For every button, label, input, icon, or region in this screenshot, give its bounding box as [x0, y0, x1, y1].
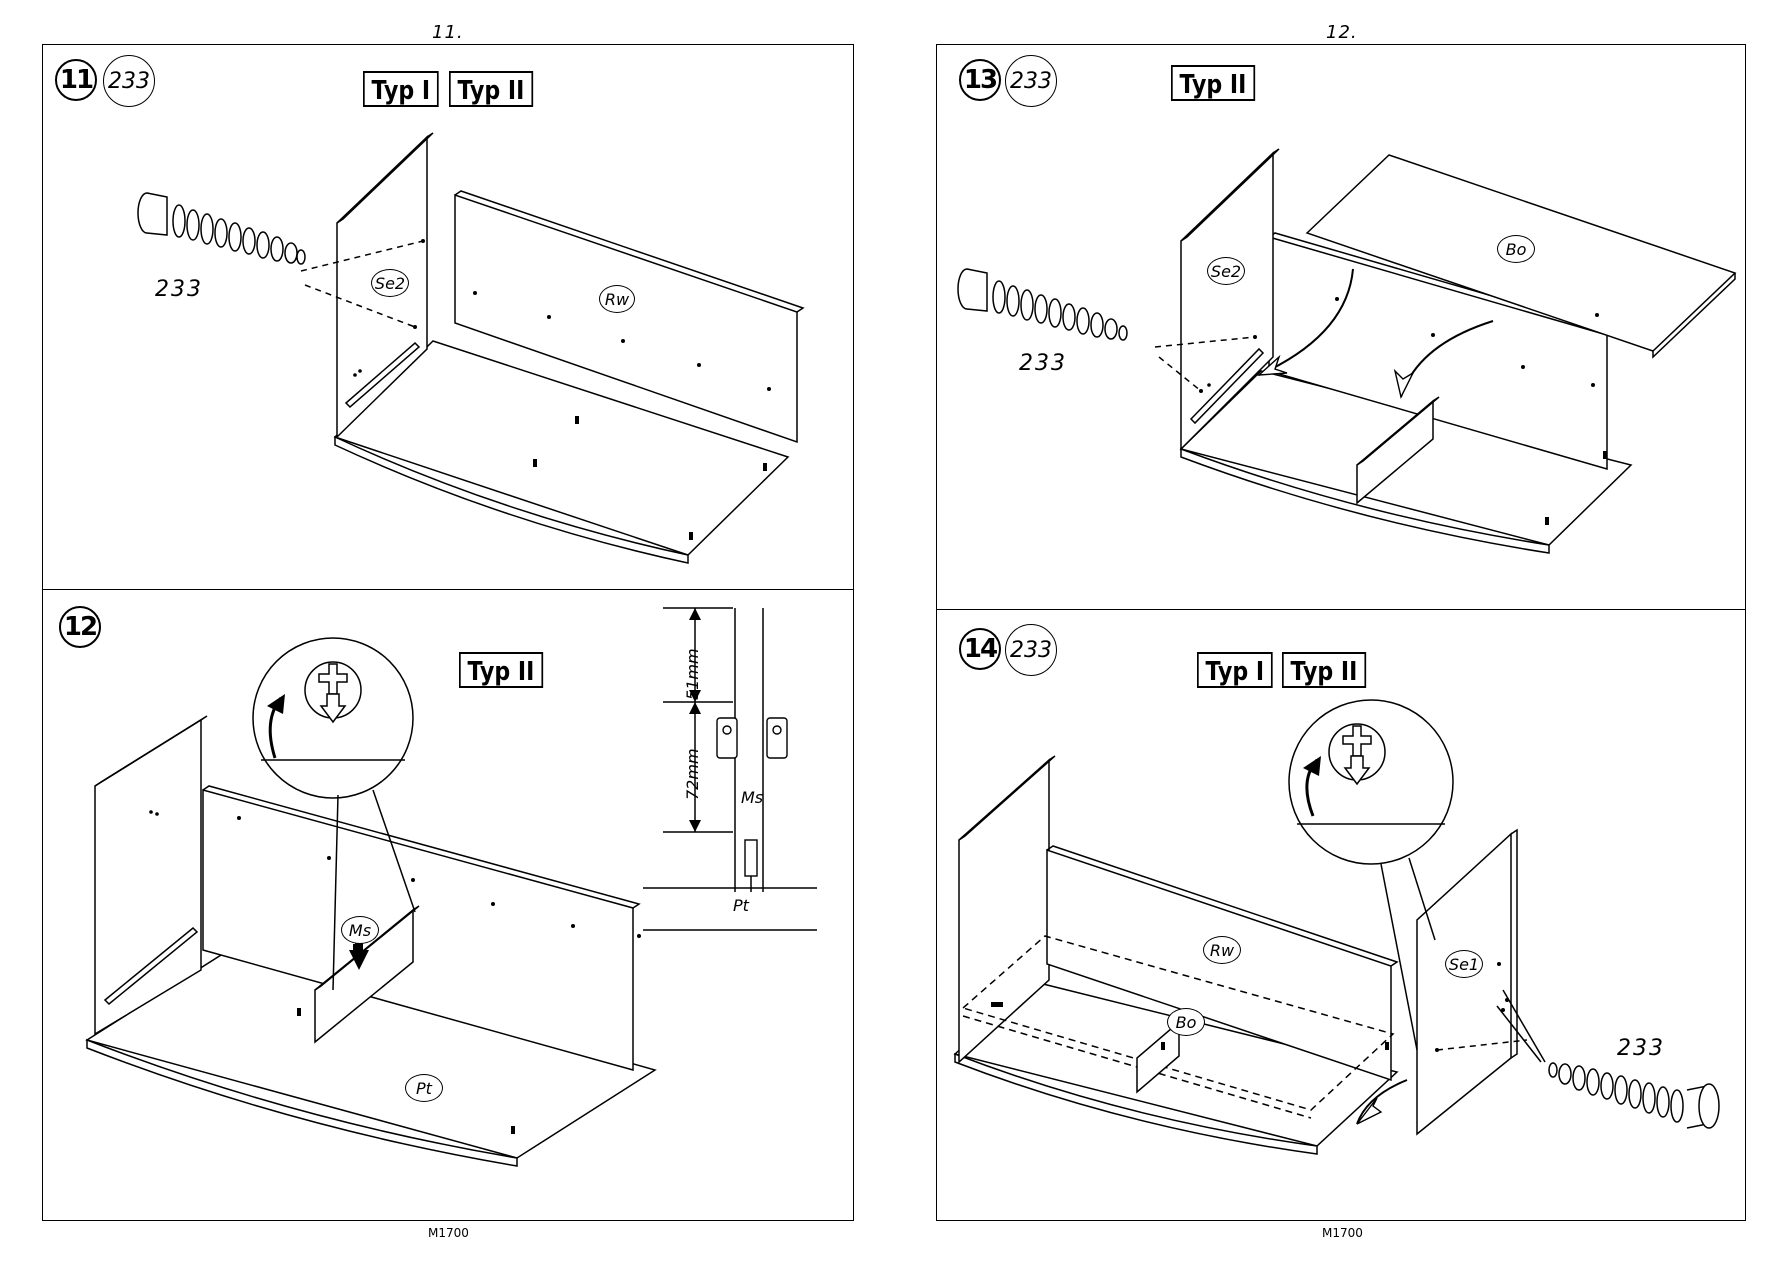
cam-fitting-icon [716, 717, 788, 759]
screw-label: 233 [155, 277, 203, 302]
part-label-back: Rw [599, 285, 635, 313]
typ-label: Typ I [363, 71, 439, 107]
part-ref-circle: 233 [1005, 55, 1057, 107]
part-label-side: Se1 [1445, 950, 1483, 978]
step-14-panel: 14 233 Typ I Typ II 233 Rw Bo Se1 [936, 609, 1746, 1221]
screw-233-icon [137, 192, 306, 265]
detail-label-bottom: Pt [733, 896, 749, 915]
step-number-badge: 13 [959, 59, 1001, 101]
typ-label: Typ II [1171, 65, 1255, 101]
typ-label: Typ II [449, 71, 533, 107]
dimension-lower: 72mm [683, 748, 702, 800]
step-12-drawing [85, 607, 817, 1167]
cross-arrow-icon [318, 663, 348, 724]
part-label-top: Bo [1167, 1008, 1205, 1036]
part-label-back: Rw [1203, 936, 1241, 964]
screw-label: 233 [1617, 1036, 1665, 1061]
step-13-panel: 13 233 Typ II 233 Se2 Bo [936, 44, 1746, 611]
footer-code-left: M1700 [428, 1226, 469, 1240]
part-label-divider: Ms [341, 916, 379, 944]
typ-label: Typ II [1282, 652, 1366, 688]
screw-233-icon [1548, 1062, 1720, 1129]
part-label-side: Se2 [371, 269, 409, 297]
screw-label: 233 [1019, 351, 1067, 376]
page-number-right: 12. [1326, 22, 1358, 43]
step-11-panel: 11 233 Typ I Typ II 233 Se2 Rw [42, 44, 854, 591]
part-ref-circle: 233 [1005, 624, 1057, 676]
step-number-badge: 14 [959, 628, 1001, 670]
part-label-side: Se2 [1207, 257, 1245, 285]
step-number-badge: 12 [59, 606, 101, 648]
typ-label: Typ I [1197, 652, 1273, 688]
dimension-upper: 51mm [683, 648, 702, 700]
step-number-badge: 11 [55, 59, 97, 101]
cross-arrow-icon [1342, 725, 1372, 786]
footer-code-right: M1700 [1322, 1226, 1363, 1240]
step-13-drawing [957, 148, 1737, 554]
part-label-bottom: Pt [405, 1074, 443, 1102]
step-12-panel: 12 Typ II Ms Pt 51mm 72mm Ms Pt [42, 589, 854, 1221]
step-11-drawing [137, 132, 805, 564]
step-14-drawing [953, 699, 1720, 1155]
page-number-left: 11. [432, 22, 464, 43]
part-label-top: Bo [1497, 235, 1535, 263]
part-ref-circle: 233 [103, 55, 155, 107]
screw-233-icon [957, 268, 1128, 341]
dowel-icon [744, 839, 758, 877]
detail-label-divider: Ms [741, 788, 764, 807]
typ-label: Typ II [459, 652, 543, 688]
